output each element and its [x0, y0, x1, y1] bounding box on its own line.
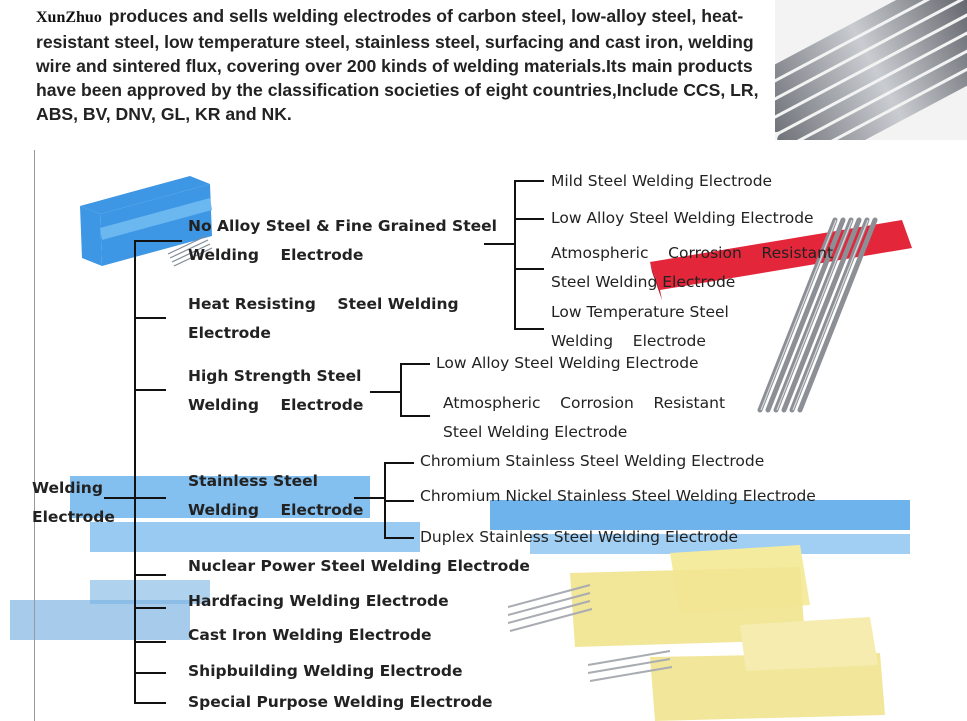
tick-hs-low-alloy	[400, 363, 430, 365]
intro-text: produces and sells welding electrodes of…	[36, 6, 759, 124]
tick-chromium-nickel	[384, 500, 414, 502]
child-chromium: Chromium Stainless Steel Welding Electro…	[420, 452, 765, 470]
category-high-strength: High Strength Steel Welding Electrode	[188, 367, 364, 414]
child-mild-steel: Mild Steel Welding Electrode	[551, 172, 773, 190]
child-low-temperature: Low Temperature Steel Welding Electrode	[551, 303, 729, 350]
brand-name: XunZhuo	[36, 9, 102, 26]
tick-mild	[514, 180, 544, 182]
child-atmospheric-corrosion: Atmospheric Corrosion Resistant Steel We…	[551, 244, 834, 291]
tick-shipbuilding	[134, 672, 166, 674]
high-strength-connector	[370, 391, 402, 393]
child-hs-atmospheric: Atmospheric Corrosion Resistant Steel We…	[443, 394, 726, 441]
yellow-electrode-box-photo	[507, 545, 885, 721]
tick-low-alloy	[514, 218, 544, 220]
category-no-alloy: No Alloy Steel & Fine Grained Steel Weld…	[188, 217, 497, 264]
left-border-line	[34, 150, 35, 721]
tick-cast-iron	[134, 641, 166, 643]
tick-nuclear	[134, 574, 166, 576]
tick-heat	[134, 317, 166, 319]
tick-no-alloy	[134, 240, 182, 242]
tick-hs-atmospheric	[400, 415, 430, 417]
tick-atmospheric	[514, 268, 544, 270]
tick-stainless	[134, 497, 166, 499]
category-shipbuilding: Shipbuilding Welding Electrode	[188, 662, 463, 680]
category-hardfacing: Hardfacing Welding Electrode	[188, 592, 449, 610]
child-chromium-nickel: Chromium Nickel Stainless Steel Welding …	[420, 487, 816, 505]
tick-low-temp	[514, 328, 544, 330]
child-hs-low-alloy: Low Alloy Steel Welding Electrode	[436, 354, 699, 372]
no-alloy-connector	[484, 243, 516, 245]
category-special: Special Purpose Welding Electrode	[188, 693, 493, 711]
tick-chromium	[384, 462, 414, 464]
no-alloy-bracket	[514, 180, 516, 330]
trunk-line	[134, 240, 136, 704]
category-stainless: Stainless Steel Welding Electrode	[188, 472, 364, 519]
child-duplex: Duplex Stainless Steel Welding Electrode	[420, 528, 739, 546]
red-electrode-box-photo	[650, 217, 912, 413]
category-heat-resisting: Heat Resisting Steel Welding Electrode	[188, 295, 459, 342]
electrode-photo-top-right	[775, 0, 967, 140]
tick-high-strength	[134, 389, 166, 391]
category-cast-iron: Cast Iron Welding Electrode	[188, 626, 432, 644]
category-nuclear: Nuclear Power Steel Welding Electrode	[188, 557, 530, 575]
root-label: Welding Electrode	[32, 479, 115, 526]
intro-paragraph: XunZhuo produces and sells welding elect…	[36, 4, 776, 126]
child-low-alloy-steel: Low Alloy Steel Welding Electrode	[551, 209, 814, 227]
tick-special	[134, 702, 166, 704]
blue-electrode-box-photo	[80, 176, 213, 267]
root-connector	[104, 497, 136, 499]
tick-hardfacing	[134, 607, 166, 609]
tick-duplex	[384, 537, 414, 539]
high-strength-bracket	[400, 363, 402, 417]
stainless-connector	[354, 497, 386, 499]
